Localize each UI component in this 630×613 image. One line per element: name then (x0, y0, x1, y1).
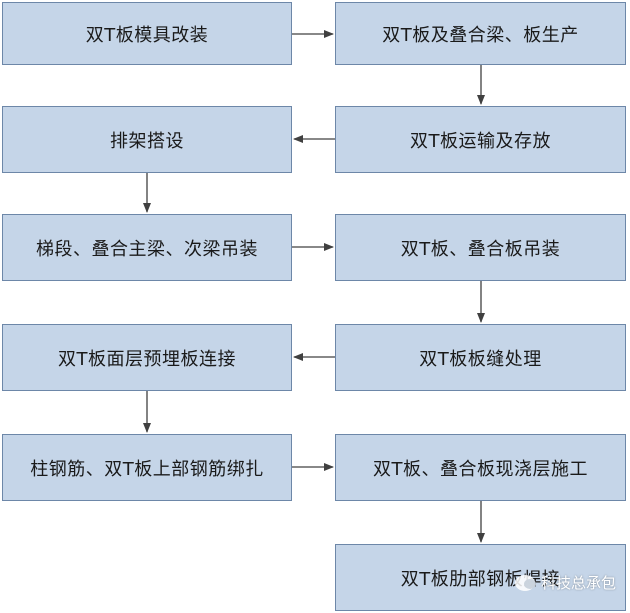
watermark-text: 科技总承包 (540, 574, 616, 592)
step-production: 双T板及叠合梁、板生产 (335, 2, 626, 65)
step-stair-beam-hoisting: 梯段、叠合主梁、次梁吊装 (2, 214, 292, 281)
step-transport-storage: 双T板运输及存放 (335, 106, 626, 173)
step-cast-in-place-layer: 双T板、叠合板现浇层施工 (335, 434, 626, 501)
step-mold-modification: 双T板模具改装 (2, 2, 292, 65)
step-rib-plate-welding: 双T板肋部钢板焊接 (335, 544, 626, 611)
step-embedded-plate-connection: 双T板面层预埋板连接 (2, 324, 292, 391)
step-rebar-binding: 柱钢筋、双T板上部钢筋绑扎 (2, 434, 292, 501)
watermark: 科技总承包 (514, 572, 616, 593)
wechat-icon (514, 574, 536, 591)
step-slab-hoisting: 双T板、叠合板吊装 (335, 214, 626, 281)
step-scaffold-erection: 排架搭设 (2, 106, 292, 173)
step-joint-treatment: 双T板板缝处理 (335, 324, 626, 391)
